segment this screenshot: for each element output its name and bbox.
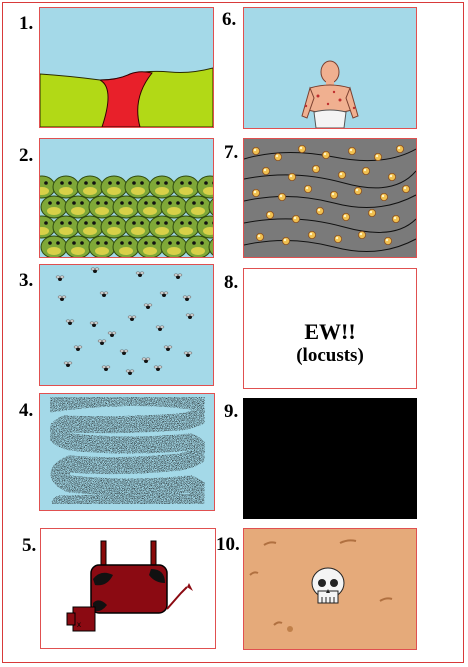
svg-text:x: x [77,620,81,629]
locusts-text: EW!! (locusts) [244,319,416,367]
label-4: 4. [19,400,34,421]
panel-9-darkness [243,398,417,519]
panel-10-skull [243,528,417,650]
label-6: 6. [222,9,237,30]
panel-2-frogs [39,138,214,258]
label-5: 5. [22,535,37,556]
label-1: 1. [19,13,34,34]
label-10: 10. [216,534,240,555]
panel-5-dead-cow: x [40,528,216,649]
panel-7-hail [243,138,417,258]
label-8: 8. [224,272,239,293]
label-7: 7. [224,142,239,163]
panel-8-locusts: EW!! (locusts) [243,268,417,389]
locusts-line: (locusts) [296,345,364,366]
label-2: 2. [19,145,34,166]
panel-4-flies [39,393,215,511]
panel-6-boils [243,7,417,129]
panel-3-gnats [39,264,214,386]
ew-line: EW!! [304,319,356,344]
page-frame [2,2,464,663]
label-3: 3. [19,270,34,291]
label-9: 9. [224,401,239,422]
panel-1-blood-river [39,7,214,128]
